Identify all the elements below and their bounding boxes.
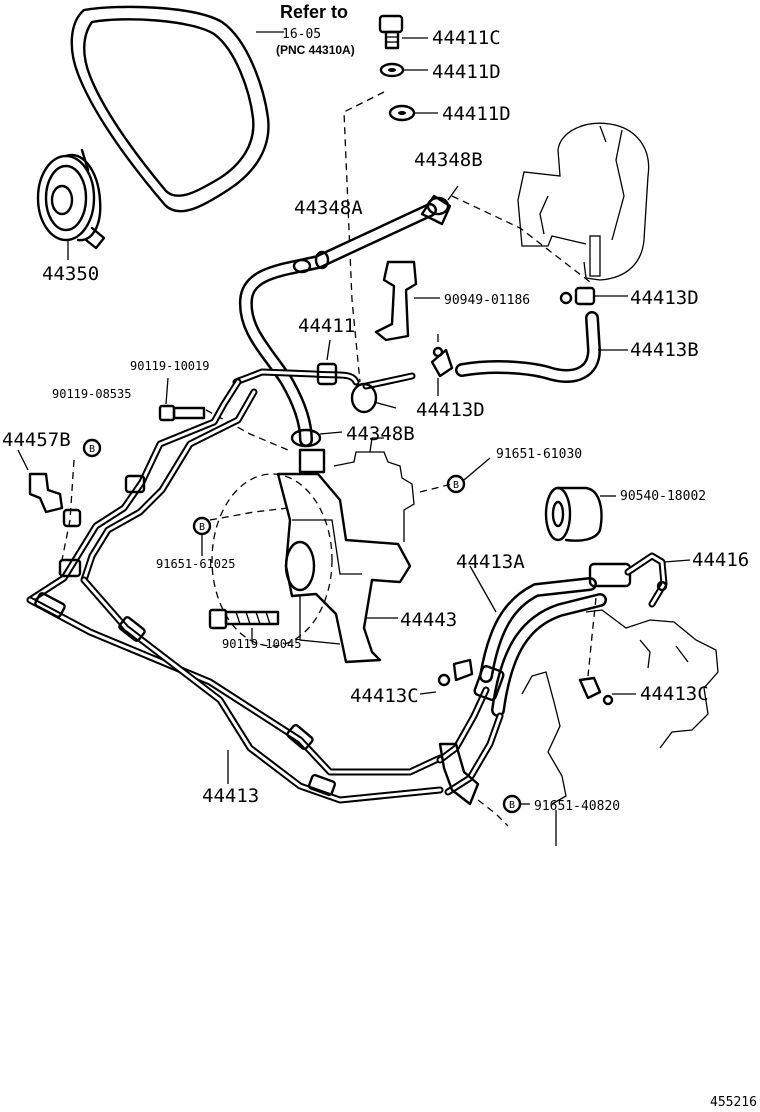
reservoir-tank [517,122,650,281]
pressure-pipe-44411 [232,339,416,414]
pulley-44350 [36,148,106,260]
bolt-90119-10045 [208,608,280,640]
gasket-44411D-upper [379,62,428,78]
cooler-pipe-44413 [26,378,444,804]
hose-44348A [238,194,452,447]
label-44411: 44411 [298,315,355,337]
label-44350: 44350 [42,263,99,285]
label-44413A: 44413A [456,551,525,573]
hose-clamp-44348B-lower [290,428,343,474]
bolt-marker-letter-2: B [453,480,459,491]
hose-clip-44413D-right [559,286,628,306]
pump-bracket-44443 [276,472,412,664]
label-91651-40820: 91651-40820 [534,799,620,814]
refer-line1: 16-05 [282,27,321,42]
gasket-44411D-lower [388,104,438,122]
label-90119-10019: 90119-10019 [130,359,209,373]
label-44413C-left: 44413C [350,685,419,707]
label-44411C: 44411C [432,27,501,49]
bracket-44457B [17,449,75,581]
bolt-marker-91651-61025 [192,507,289,556]
pressure-hose-44413A [436,562,632,796]
label-44348A: 44348A [294,197,363,219]
label-90540-18002: 90540-18002 [620,489,706,504]
label-44457B: 44457B [2,429,71,451]
label-90949-01186: 90949-01186 [444,293,530,308]
bolt-marker-letter-1: B [89,444,95,455]
label-44413D-right: 44413D [630,287,699,309]
refer-line2: (PNC 44310A) [276,43,355,57]
label-90119-08535: 90119-08535 [52,387,131,401]
label-44413B: 44413B [630,339,699,361]
label-44348B-lower: 44348B [346,423,415,445]
pipe-bracket [438,742,509,827]
diagram-id: 455216 [710,1095,757,1110]
clip-44413C-left [419,658,474,695]
return-hose-44413B [455,311,628,383]
hose-clamp-44348B-upper [426,185,459,216]
bolt-marker-91651-40820 [502,794,530,814]
label-44411D-upper: 44411D [432,61,501,83]
refer-heading: Refer to [280,2,348,22]
hose-clip-44413D-mid [430,334,454,396]
bolt-marker-91651-61030 [446,457,491,494]
bolt-90119-10019 [158,377,289,451]
pump-body [333,437,415,542]
bolt-marker-letter-3: B [199,522,205,533]
label-44348B-upper: 44348B [414,149,483,171]
label-90119-10045: 90119-10045 [222,637,301,651]
cap-90540-18002 [544,486,616,542]
label-44413: 44413 [202,785,259,807]
pipe-44416 [624,552,691,608]
label-91651-61025: 91651-61025 [156,557,235,571]
label-44443: 44443 [400,609,457,631]
drive-belt [70,5,284,213]
label-91651-61030: 91651-61030 [496,447,582,462]
label-44413C-right: 44413C [640,683,709,705]
label-44416: 44416 [692,549,749,571]
bolt-marker-letter-4: B [509,800,515,811]
bolt-marker-90119-08535 [82,438,102,458]
label-44413D-mid: 44413D [416,399,485,421]
steering-gear-outline [521,609,719,846]
label-44411D-lower: 44411D [442,103,511,125]
bracket-90949-01186 [374,260,440,342]
union-bolt-44411C [378,14,428,50]
